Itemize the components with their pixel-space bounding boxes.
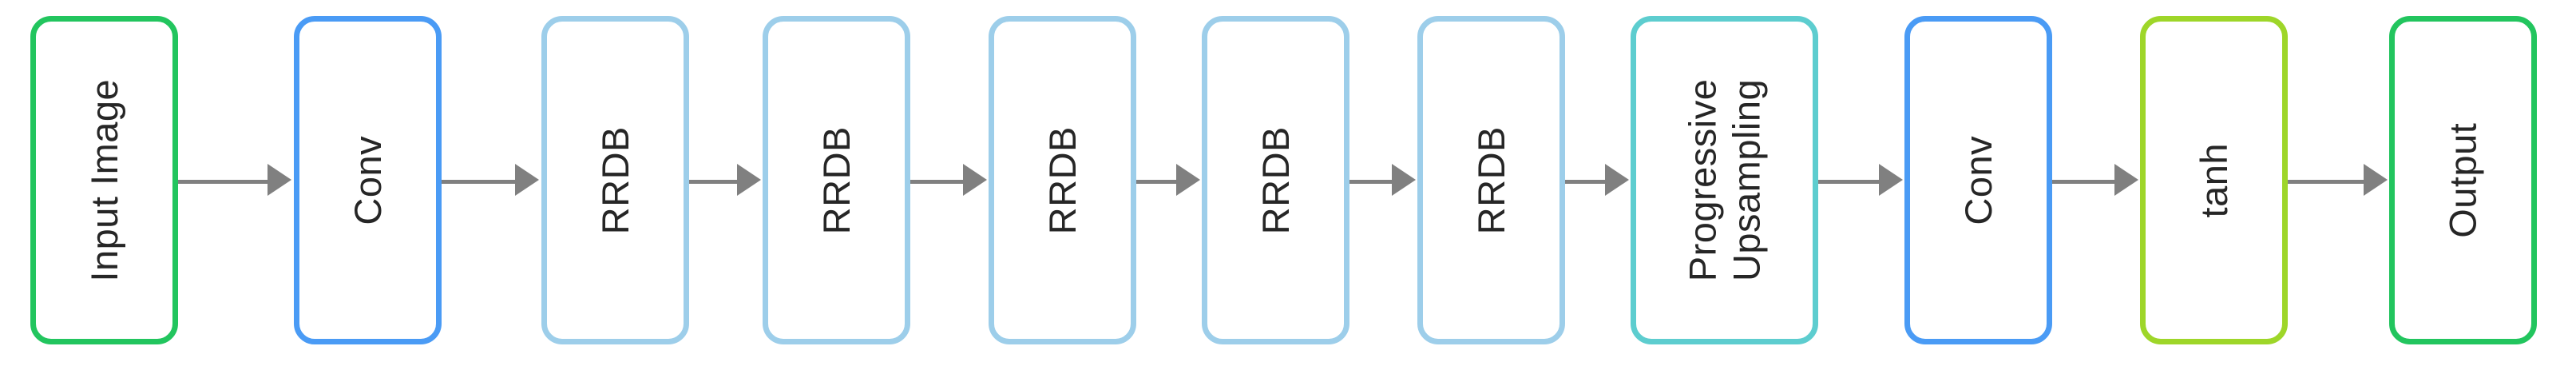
edge-input-to-conv-arrowhead-icon <box>268 164 291 196</box>
node-tanh[interactable]: tanh <box>2140 16 2288 344</box>
edge-conv-to-rrdb1-arrowhead-icon <box>515 164 539 196</box>
edge-rrdb5-to-upsampling-arrowhead-icon <box>1605 164 1629 196</box>
edge-rrdb1-to-rrdb2 <box>689 180 737 184</box>
edge-conv-to-rrdb1 <box>442 180 515 184</box>
node-tanh-label: tanh <box>2192 142 2235 218</box>
edge-rrdb5-to-upsampling <box>1565 180 1605 184</box>
node-conv-second[interactable]: Conv <box>1904 16 2052 344</box>
node-input-image-label: Input Image <box>82 78 125 282</box>
edge-tanh-to-output <box>2288 180 2364 184</box>
node-conv-first-label: Conv <box>346 135 389 225</box>
edge-rrdb4-to-rrdb5 <box>1349 180 1392 184</box>
node-conv-first[interactable]: Conv <box>294 16 442 344</box>
node-rrdb-2-label: RRDB <box>814 125 858 235</box>
edge-upsampling-to-conv2 <box>1818 180 1879 184</box>
node-rrdb-2[interactable]: RRDB <box>763 16 910 344</box>
edge-rrdb3-to-rrdb4 <box>1136 180 1176 184</box>
node-rrdb-3[interactable]: RRDB <box>989 16 1136 344</box>
edge-conv2-to-tanh <box>2052 180 2114 184</box>
edge-input-to-conv <box>178 180 268 184</box>
edge-conv2-to-tanh-arrowhead-icon <box>2114 164 2138 196</box>
node-progressive-upsampling-label: Progressive Upsampling <box>1681 78 1768 282</box>
node-output[interactable]: Output <box>2389 16 2537 344</box>
node-rrdb-1-label: RRDB <box>593 125 636 235</box>
node-rrdb-5[interactable]: RRDB <box>1417 16 1565 344</box>
edge-upsampling-to-conv2-arrowhead-icon <box>1879 164 1903 196</box>
edge-rrdb2-to-rrdb3 <box>910 180 963 184</box>
edge-rrdb2-to-rrdb3-arrowhead-icon <box>963 164 987 196</box>
node-rrdb-4-label: RRDB <box>1254 125 1297 235</box>
node-input-image[interactable]: Input Image <box>30 16 178 344</box>
edge-tanh-to-output-arrowhead-icon <box>2364 164 2388 196</box>
node-rrdb-1[interactable]: RRDB <box>541 16 689 344</box>
node-progressive-upsampling[interactable]: Progressive Upsampling <box>1631 16 1818 344</box>
node-rrdb-3-label: RRDB <box>1040 125 1084 235</box>
edge-rrdb4-to-rrdb5-arrowhead-icon <box>1392 164 1416 196</box>
node-rrdb-4[interactable]: RRDB <box>1202 16 1349 344</box>
node-conv-second-label: Conv <box>1956 135 1999 225</box>
edge-rrdb1-to-rrdb2-arrowhead-icon <box>737 164 761 196</box>
node-output-label: Output <box>2441 122 2484 238</box>
edge-rrdb3-to-rrdb4-arrowhead-icon <box>1176 164 1200 196</box>
node-rrdb-5-label: RRDB <box>1469 125 1512 235</box>
